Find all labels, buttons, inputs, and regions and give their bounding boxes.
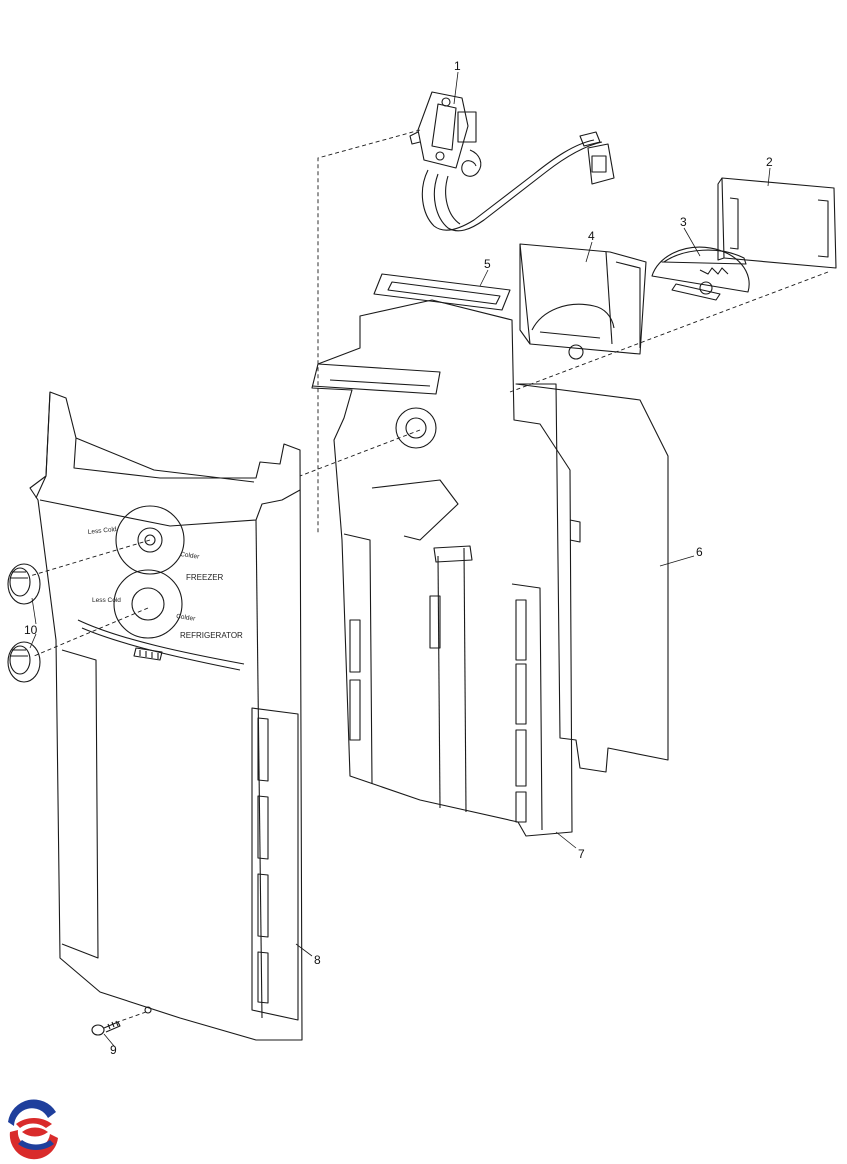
callout-7: 7 [578, 847, 585, 861]
part-8-control-panel-cover [29, 391, 303, 1041]
brand-logo [2, 1099, 62, 1160]
panel-labels: Less Cold Colder FREEZER Less Cold Colde… [87, 526, 243, 640]
callout-2: 2 [766, 155, 773, 169]
callout-8: 8 [314, 953, 321, 967]
part-2-cover-plate [717, 177, 837, 269]
part-1-thermostat-switch [409, 91, 615, 232]
callout-3: 3 [680, 215, 687, 229]
part-9-screw [91, 1020, 121, 1036]
leader-lines [29, 71, 771, 1047]
part-10-knobs [7, 563, 41, 683]
callout-9: 9 [110, 1043, 117, 1057]
part-5-gasket-strip [373, 273, 511, 311]
refrigerator-label: REFRIGERATOR [180, 631, 243, 640]
callout-10: 10 [24, 623, 38, 637]
freezer-label: FREEZER [186, 573, 224, 582]
part-4-damper-housing [519, 243, 647, 360]
callout-numbers: 1 2 3 4 5 6 7 8 9 10 [24, 59, 773, 1057]
part-6-panel-sheet [515, 383, 669, 773]
callout-4: 4 [588, 229, 595, 243]
freezer-colder-label: Colder [180, 551, 201, 561]
part-3-damper-vane [651, 246, 750, 301]
freezer-less-cold-label: Less Cold [87, 526, 117, 536]
fridge-less-cold-label: Less Cold [92, 597, 121, 604]
fridge-colder-label: Colder [176, 613, 197, 623]
callout-6: 6 [696, 545, 703, 559]
part-7-foam-duct [311, 299, 573, 837]
callout-5: 5 [484, 257, 491, 271]
assembly-lines [29, 129, 829, 1025]
callout-1: 1 [454, 59, 461, 73]
